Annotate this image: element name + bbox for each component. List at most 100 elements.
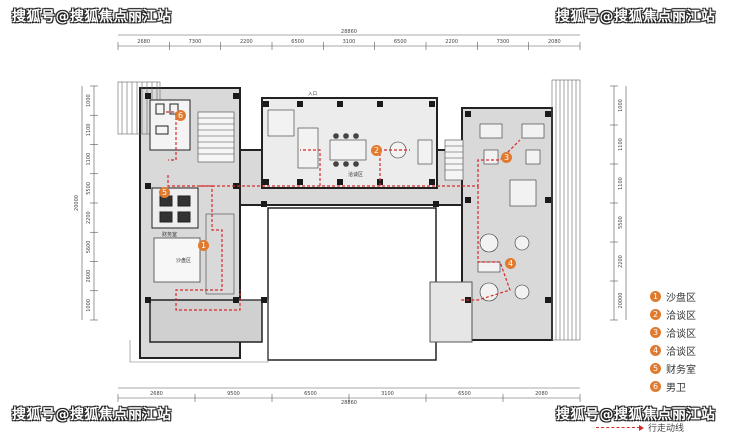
right-dimension-segment-label: 1100 (618, 177, 624, 190)
legend-badge: 2 (650, 308, 661, 320)
legend-label: 洽谈区 (666, 346, 696, 358)
right-dimension-segment-label: 20000 (618, 293, 624, 309)
legend-item: 2 洽谈区 (650, 306, 696, 322)
top-dimension-segment-label: 7300 (497, 39, 510, 45)
negotiation-area-2-furniture (267, 109, 433, 169)
bottom-total-dimension: 28860 (341, 400, 357, 406)
watermark-bottom-right: 搜狐号@搜狐焦点丽江站 (556, 407, 716, 423)
column (263, 179, 269, 185)
right-dimension-segment-label: 1100 (618, 138, 624, 151)
column (145, 93, 151, 99)
right-terrace (551, 79, 581, 341)
legend-badge: 3 (650, 326, 661, 338)
column (433, 201, 439, 207)
column (261, 297, 267, 303)
top-dimension-segment-label: 7300 (189, 39, 202, 45)
plan-marker-6: 6 (175, 110, 186, 121)
column (429, 101, 435, 107)
bottom-dimension-segment-label: 9500 (227, 391, 240, 397)
legend-item: 1 沙盘区 (650, 288, 696, 304)
legend-label: 男卫 (666, 382, 686, 394)
legend-badge: 1 (650, 290, 661, 302)
left-dimension-segment-label: 2600 (86, 270, 92, 283)
column (337, 101, 343, 107)
left-dimension-segment-label: 5500 (86, 182, 92, 195)
watermark-bottom-left: 搜狐号@搜狐焦点丽江站 (12, 407, 172, 423)
walking-route (166, 111, 521, 311)
room-label-negotiation: 洽谈区 (348, 171, 363, 178)
column (233, 297, 239, 303)
finance-office (151, 187, 199, 229)
bottom-terrace (129, 299, 269, 363)
left-dimension-segment-label: 1000 (86, 299, 92, 312)
column (233, 93, 239, 99)
sand-table-area (153, 213, 235, 295)
route-legend-arrow-icon (639, 424, 644, 431)
right-dimension-segment-label: 1000 (618, 99, 624, 112)
left-total-dimension: 20000 (74, 195, 80, 211)
bottom-dimension-segment-label: 6500 (304, 391, 317, 397)
top-label: 入口 (308, 91, 317, 97)
left-dimension-segment-label: 1100 (86, 153, 92, 166)
watermark-top-left: 搜狐号@搜狐焦点丽江站 (12, 9, 172, 25)
left-dimension-segment-label: 1000 (86, 94, 92, 107)
column (297, 101, 303, 107)
legend-item: 4 洽谈区 (650, 342, 696, 358)
column (377, 179, 383, 185)
top-dimension-segment-label: 2200 (240, 39, 253, 45)
plan-marker-4: 4 (505, 258, 516, 269)
top-dimension-segment-label: 2080 (548, 39, 561, 45)
route-legend-label: 行走动线 (648, 424, 685, 434)
bottom-dimension-segment-label: 2080 (535, 391, 548, 397)
legend-badge: 6 (650, 380, 661, 392)
plan-marker-2: 2 (371, 145, 382, 156)
column (465, 197, 471, 203)
legend-label: 洽谈区 (666, 328, 696, 340)
plan-marker-5: 5 (159, 187, 170, 198)
column (545, 297, 551, 303)
room-label-finance: 财务室 (162, 231, 177, 238)
right-dimension-segment-label: 2200 (618, 255, 624, 268)
right-dimension-segment-label: 5500 (618, 216, 624, 229)
bottom-dimension-segment-label: 2680 (150, 391, 163, 397)
column (465, 111, 471, 117)
left-dimension-segment-label: 5600 (86, 241, 92, 254)
room-label-sand-table: 沙盘区 (176, 257, 191, 264)
top-total-dimension: 28860 (341, 29, 357, 35)
plan-marker-1: 1 (198, 240, 209, 251)
top-dimension-segment-label: 6500 (394, 39, 407, 45)
column (261, 201, 267, 207)
bottom-dimension-segment-label: 3100 (381, 391, 394, 397)
top-dimension-segment-label: 2200 (445, 39, 458, 45)
column (545, 111, 551, 117)
column (429, 179, 435, 185)
column (145, 183, 151, 189)
legend: 1 沙盘区 2 洽谈区 3 洽谈区 4 洽谈区 5 财务室 6 男卫 (650, 288, 696, 396)
top-dimension-chain (118, 34, 580, 47)
column (297, 179, 303, 185)
column (263, 101, 269, 107)
top-dimension-segment-label: 6500 (291, 39, 304, 45)
column (337, 179, 343, 185)
legend-label: 洽谈区 (666, 310, 696, 322)
column (233, 183, 239, 189)
plan-marker-3: 3 (501, 152, 512, 163)
legend-badge: 4 (650, 344, 661, 356)
route-legend-line (596, 427, 640, 428)
right-stair (444, 139, 464, 181)
top-dimension-segment-label: 3100 (343, 39, 356, 45)
column (145, 297, 151, 303)
legend-item: 3 洽谈区 (650, 324, 696, 340)
column (377, 101, 383, 107)
route-legend: 行走动线 (596, 421, 684, 434)
columns (145, 93, 551, 303)
restroom-block (149, 99, 191, 151)
left-dimension-segment-label: 1100 (86, 124, 92, 137)
stairwell (197, 111, 235, 163)
legend-label: 沙盘区 (666, 292, 696, 304)
left-dimension-segment-label: 2200 (86, 211, 92, 224)
legend-label: 财务室 (666, 364, 696, 376)
negotiation-area-4-furniture (477, 233, 530, 302)
watermark-top-right: 搜狐号@搜狐焦点丽江站 (556, 9, 716, 25)
